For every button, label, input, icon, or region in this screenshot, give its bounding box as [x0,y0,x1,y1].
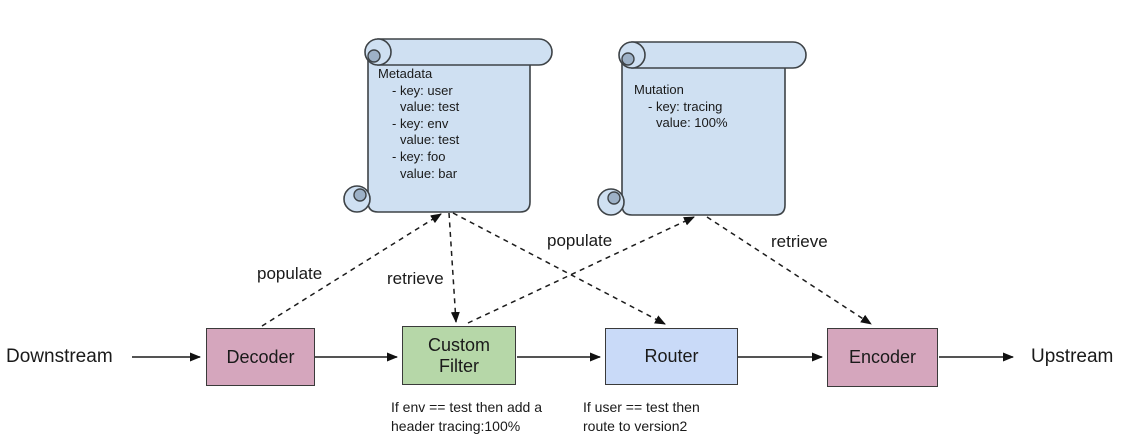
scroll-title: Metadata [378,66,433,81]
scroll-line: value: bar [400,165,458,181]
mutation-scroll-top-roll [631,41,807,69]
node-decoder: Decoder [206,328,315,386]
edge-metadata-to-router [452,212,666,325]
edge-decoder-to-metadata [261,213,442,327]
caption-custom-filter: If env == test then add a header tracing… [391,399,542,434]
edge-mutation-to-encoder [706,216,872,325]
scroll-line: value: test [400,132,460,148]
scroll-title: Mutation [634,82,684,97]
mutation-scroll-shape [597,41,807,216]
metadata-scroll-text: Metadata - key: user value: test - key: … [378,66,459,182]
edge-label-populate-custom-filter: populate [547,231,613,250]
node-custom-filter: Custom Filter [402,326,516,385]
metadata-scroll-top-roll [377,38,553,66]
metadata-scroll-top-curl-inner [367,49,381,63]
node-router: Router [605,328,738,385]
edge-label-retrieve-encoder: retrieve [771,232,828,251]
scroll-line: - key: user [392,82,453,98]
scroll-line: value: test [400,99,460,115]
edge-label-populate-decoder: populate [257,264,323,283]
metadata-scroll-bottom-curl-inner [353,188,367,202]
mutation-scroll-text: Mutation - key: tracing value: 100% [634,82,728,132]
scroll-line: - key: tracing [648,98,723,114]
scroll-line: - key: env [392,115,449,131]
edge-metadata-to-custom-filter [448,212,460,323]
scroll-line: value: 100% [656,115,728,131]
edge-label-retrieve-custom-filter: retrieve [387,269,444,288]
endpoint-downstream-label: Downstream [6,346,113,367]
scroll-line: - key: foo [392,148,446,164]
edge-custom-filter-to-mutation [467,216,695,324]
node-encoder: Encoder [827,328,938,387]
metadata-scroll-shape [343,38,553,213]
mutation-scroll-bottom-curl-inner [607,191,621,205]
mutation-scroll-top-curl-inner [621,52,635,66]
endpoint-upstream-label: Upstream [1031,346,1114,367]
caption-router: If user == test then route to version2 [583,399,700,434]
